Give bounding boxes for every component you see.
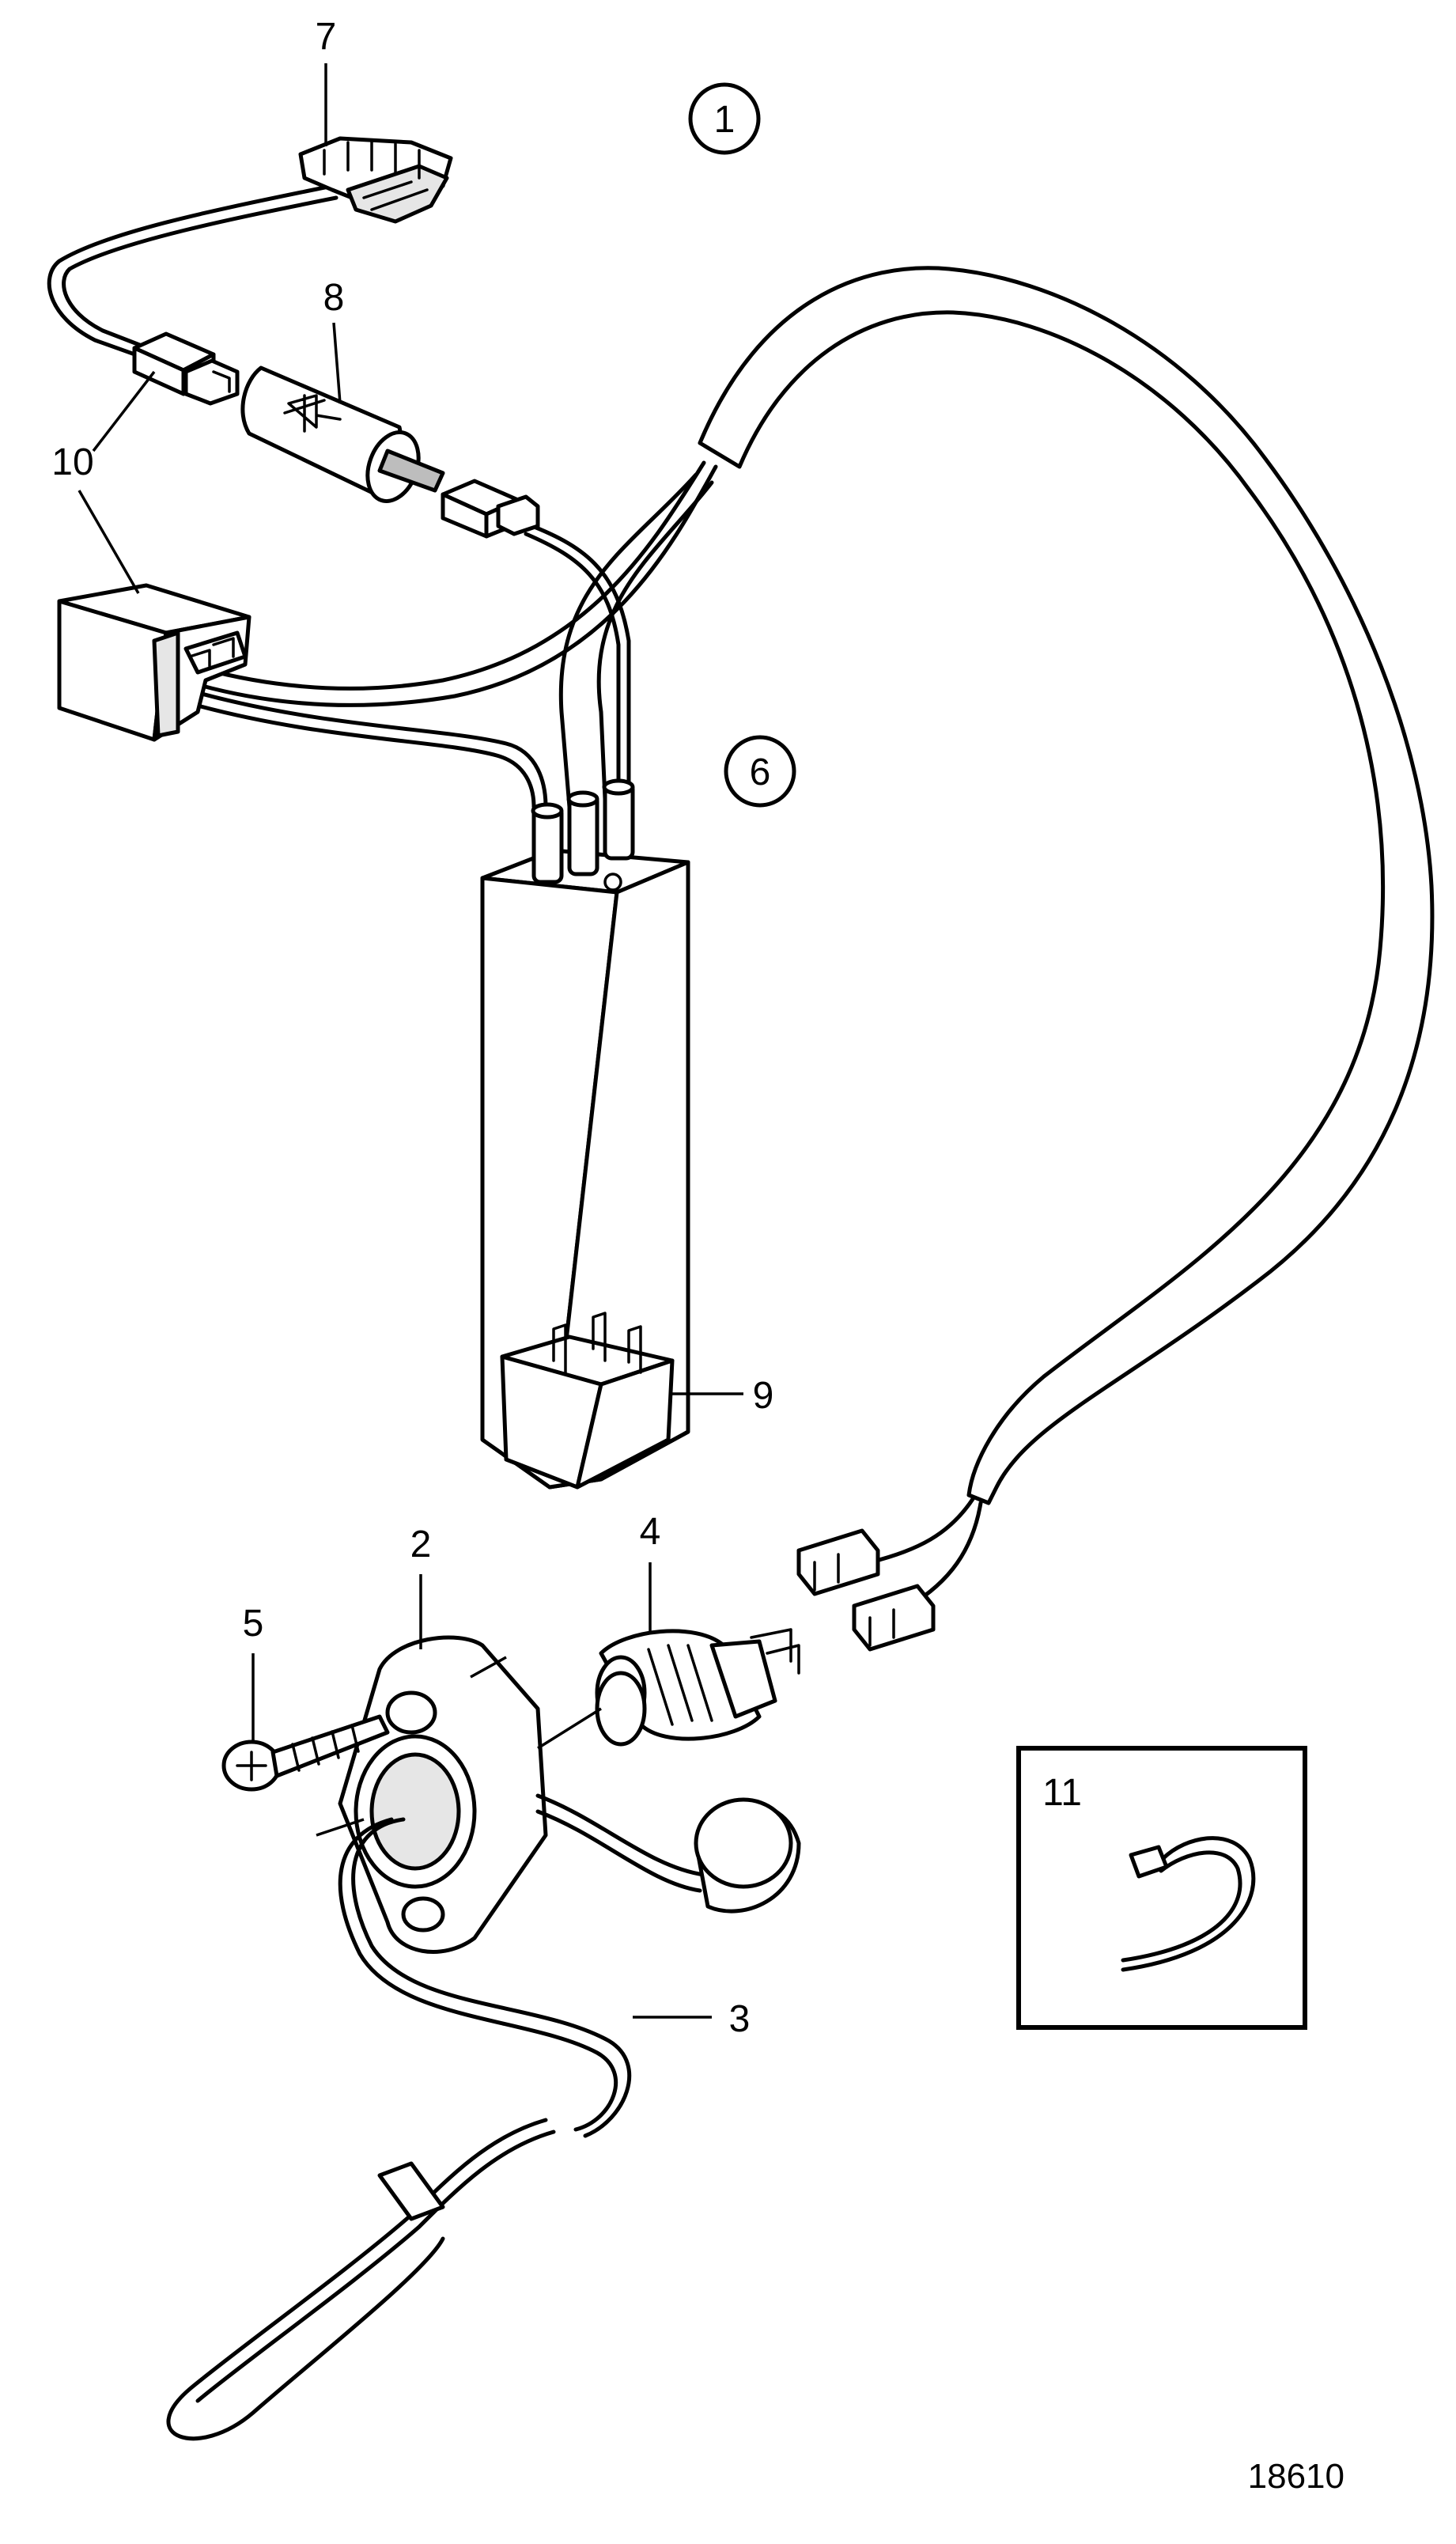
cable-tie-inset xyxy=(1016,1746,1307,2030)
svg-text:4: 4 xyxy=(640,1511,661,1553)
diode xyxy=(240,365,445,504)
fuse-holder xyxy=(298,136,453,224)
callout-3: 3 xyxy=(633,1998,750,2040)
drawing-number: 18610 xyxy=(1248,2457,1344,2496)
callout-6: 6 xyxy=(724,735,796,808)
svg-text:5: 5 xyxy=(243,1603,264,1645)
callout-10: 10 xyxy=(51,370,156,594)
switch-bracket xyxy=(338,1635,801,1954)
callout-8: 8 xyxy=(323,277,345,404)
svg-text:7: 7 xyxy=(316,16,337,58)
harness-sheath xyxy=(698,266,1435,1505)
lanyard xyxy=(166,1817,632,2441)
callout-2: 2 xyxy=(410,1524,432,1649)
screw xyxy=(221,1714,390,1792)
connector-plug-upper xyxy=(132,331,240,406)
connector-housing xyxy=(57,583,251,742)
svg-text:9: 9 xyxy=(753,1375,774,1417)
push-switch xyxy=(595,1628,800,1747)
svg-text:1: 1 xyxy=(714,99,736,141)
callout-1: 1 xyxy=(688,82,761,155)
svg-text:11: 11 xyxy=(1042,1772,1082,1814)
control-module xyxy=(480,778,690,1490)
harness-wires xyxy=(47,184,718,809)
svg-text:6: 6 xyxy=(750,751,771,793)
callout-9: 9 xyxy=(671,1375,773,1417)
svg-text:2: 2 xyxy=(410,1524,432,1565)
callout-11: 11 xyxy=(1042,1772,1082,1814)
callout-7: 7 xyxy=(316,16,337,146)
connector-plug-middle xyxy=(441,479,540,539)
callout-5: 5 xyxy=(243,1603,264,1740)
svg-text:3: 3 xyxy=(729,1998,751,2040)
harness-end-plugs xyxy=(796,1497,983,1652)
svg-text:8: 8 xyxy=(323,277,345,319)
svg-text:10: 10 xyxy=(51,441,93,483)
relay xyxy=(500,1312,675,1490)
callout-4: 4 xyxy=(640,1511,661,1634)
